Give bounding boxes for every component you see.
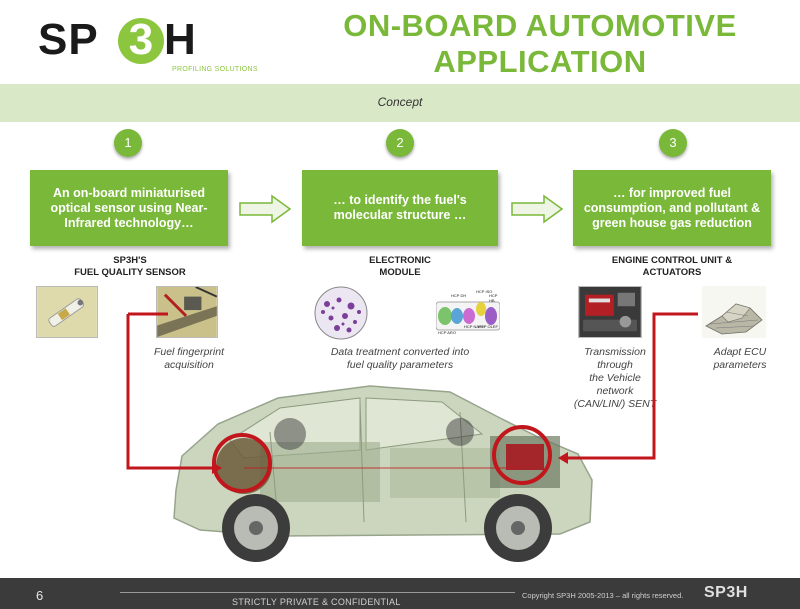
note-line: Adapt ECU	[713, 346, 767, 358]
step-1-caption: SP3H'S FUEL QUALITY SENSOR	[40, 255, 220, 279]
footer-bar	[0, 578, 800, 609]
step-3-caption-line1: ENGINE CONTROL UNIT &	[611, 255, 733, 266]
step-2-note: Data treatment converted into fuel quali…	[300, 346, 500, 372]
ecu-map-graph	[702, 286, 766, 338]
note-line: acquisition	[164, 359, 214, 371]
molecule-microscope-image	[314, 286, 368, 340]
logo-text-3: 3	[128, 15, 154, 64]
step-3-box: … for improved fuel consumption, and pol…	[573, 170, 771, 246]
logo-text-sp: SP	[38, 15, 99, 64]
logo-tagline: PROFILING SOLUTIONS	[172, 66, 258, 73]
step-3-note-ecu: Adapt ECU parameters	[690, 346, 790, 372]
engine-bay-photo	[578, 286, 642, 338]
step-1-caption-line2: FUEL QUALITY SENSOR	[74, 267, 186, 278]
car-illustration	[173, 385, 593, 562]
module-label: HCP OLEF	[478, 324, 498, 329]
step-2-text: … to identify the fuel's molecular struc…	[333, 193, 467, 222]
step-3-badge: 3	[659, 129, 687, 157]
step-1-text: An on-board miniaturised optical sensor …	[50, 185, 208, 230]
step-2-caption-line1: ELECTRONIC	[369, 255, 431, 266]
step-1-note: Fuel fingerprint acquisition	[126, 346, 252, 372]
note-line: Transmission	[584, 346, 646, 358]
concept-band	[0, 84, 800, 122]
note-line: Fuel fingerprint	[153, 346, 225, 358]
module-label: HCP DH	[451, 293, 467, 298]
step-2-box: … to identify the fuel's molecular struc…	[302, 170, 498, 246]
footer-divider	[120, 592, 515, 593]
step-3-text: … for improved fuel consumption, and pol…	[583, 185, 761, 230]
sensor-installed-photo	[156, 286, 218, 338]
module-label: HCP NAPH	[464, 324, 485, 329]
confidential-label: STRICTLY PRIVATE & CONFIDENTIAL	[232, 597, 401, 607]
slide-title-line2: APPLICATION	[433, 44, 647, 79]
concept-label: Concept	[377, 95, 423, 109]
page-number: 6	[36, 588, 44, 603]
module-label: HCP ARO	[438, 330, 456, 335]
electronic-module-diagram: HCP DH HCP ISO HCP ARO HCP NAPH HCP OLEF…	[436, 288, 500, 340]
copyright-text: Copyright SP3H 2005-2013 – all rights re…	[522, 591, 684, 600]
sp3h-logo: SP 3 H PROFILING SOLUTIONS	[38, 14, 268, 74]
step-1-badge: 1	[114, 129, 142, 157]
logo-text-h: H	[164, 15, 196, 64]
slide-title-line1: ON-BOARD AUTOMOTIVE	[343, 8, 737, 43]
step-2-badge: 2	[386, 129, 414, 157]
note-line: parameters	[713, 359, 767, 371]
step-3-caption-line2: ACTUATORS	[642, 267, 702, 278]
logo-circle	[118, 18, 164, 64]
step-3-caption: ENGINE CONTROL UNIT & ACTUATORS	[582, 255, 762, 279]
step-2-caption-line2: MODULE	[379, 267, 421, 278]
right-arrow-icon	[239, 194, 292, 224]
module-label: HCP ISO	[476, 289, 493, 294]
note-line: through	[597, 359, 633, 371]
slide-title: ON-BOARD AUTOMOTIVE APPLICATION	[300, 8, 780, 80]
sensor-photo	[36, 286, 98, 338]
step-1-caption-line1: SP3H'S	[113, 255, 147, 266]
module-label: HCP HB	[489, 293, 498, 303]
right-arrow-icon	[511, 194, 564, 224]
note-line: fuel quality parameters	[346, 359, 454, 371]
step-2-caption: ELECTRONIC MODULE	[310, 255, 490, 279]
step-1-box: An on-board miniaturised optical sensor …	[30, 170, 228, 246]
footer-logo: SP3H	[704, 584, 748, 601]
note-line: Data treatment converted into	[330, 346, 470, 358]
